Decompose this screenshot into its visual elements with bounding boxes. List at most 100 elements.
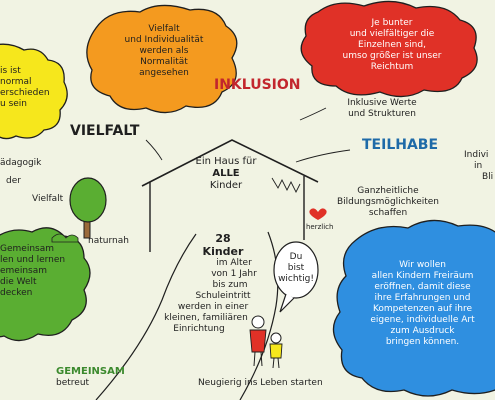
bubble-text: Du bist wichtig! bbox=[276, 252, 316, 285]
cloud-line: len und lernen bbox=[0, 255, 66, 265]
grass bbox=[51, 233, 79, 243]
red-cloud-text: Je bunter und vielfältiger die Einzelnen… bbox=[318, 18, 466, 73]
bunting bbox=[271, 177, 301, 194]
path-line: Einrichtung bbox=[173, 324, 225, 334]
cloud-line: ihre Erfahrungen und bbox=[374, 293, 471, 303]
speech-bubble bbox=[273, 241, 319, 299]
cloud-line: und vielfältiger die bbox=[349, 29, 435, 39]
connector-werte bbox=[299, 107, 327, 121]
green-cloud-text: Gemeinsam len und lernen emeinsam die We… bbox=[0, 244, 65, 299]
path-line: kleinen, familiären bbox=[164, 313, 248, 323]
green-cloud bbox=[0, 227, 91, 342]
child-body-small bbox=[269, 343, 283, 359]
cloud-line: erschieden bbox=[0, 88, 50, 98]
cloud-line: emeinsam bbox=[0, 266, 48, 276]
house-text: Ein Haus für ALLE Kinder bbox=[176, 156, 276, 192]
cloud-line: zum Ausdruck bbox=[390, 326, 455, 336]
cloud-line: u sein bbox=[0, 99, 27, 109]
house-walls bbox=[149, 176, 305, 252]
path-right-edge bbox=[239, 231, 279, 400]
cloud-line: is ist bbox=[0, 66, 21, 76]
bubble-line: bist bbox=[287, 263, 305, 273]
house-word: Haus bbox=[214, 156, 240, 167]
cloud-line: Je bunter bbox=[371, 18, 413, 28]
note-neugierig: Neugierig ins Leben starten bbox=[198, 378, 323, 388]
path-left-edge bbox=[95, 233, 197, 400]
house-word: für bbox=[242, 156, 257, 167]
note-line: Ganzheitliche bbox=[357, 186, 419, 196]
connector-vielfalt bbox=[145, 139, 163, 161]
heart-icon bbox=[309, 208, 327, 220]
orange-cloud-text: Vielfalt und Individualität werden als N… bbox=[108, 24, 220, 79]
bubble-line: wichtig! bbox=[278, 274, 314, 284]
cloud-line: Gemeinsam bbox=[0, 244, 54, 254]
cloud-line: eröffnen, damit diese bbox=[374, 282, 471, 292]
path-line: bis zum bbox=[212, 280, 248, 290]
cloud-line: Wir wollen bbox=[399, 260, 446, 270]
note-line: Inklusive Werte bbox=[347, 98, 417, 108]
cloud-line: angesehen bbox=[139, 68, 189, 78]
cloud-line: Einzelnen sind, bbox=[358, 40, 426, 50]
child-legs-large bbox=[253, 351, 263, 367]
yellow-cloud-text: is ist normal erschieden u sein bbox=[0, 66, 50, 110]
label-inklusion: INKLUSION bbox=[214, 77, 301, 93]
blue-cloud bbox=[332, 219, 495, 397]
path-text: 28 Kinder im Alter von 1 Jahr bis zum Sc… bbox=[164, 232, 278, 335]
cloud-line: Reichtum bbox=[370, 62, 414, 72]
orange-cloud bbox=[86, 4, 238, 114]
label-teilhabe: TEILHABE bbox=[362, 137, 439, 153]
note-line: schaffen bbox=[368, 208, 408, 218]
path-line: von 1 Jahr bbox=[211, 269, 257, 279]
house-word: Ein bbox=[195, 156, 211, 167]
cloud-line: und Individualität bbox=[124, 35, 204, 45]
child-head-small bbox=[270, 332, 282, 344]
note-herzlich: herzlich bbox=[306, 223, 334, 231]
path-line: werden in einer bbox=[177, 302, 249, 312]
bubble-line: Du bbox=[289, 252, 303, 262]
house-line-3: Kinder bbox=[209, 180, 243, 191]
cloud-line: werden als bbox=[139, 46, 189, 56]
note-line: Indivi bbox=[464, 150, 489, 160]
tree-crown bbox=[69, 177, 107, 223]
note-werte: Inklusive Werte und Strukturen bbox=[328, 98, 436, 120]
note-paedagogik: ädagogik der Vielfalt bbox=[0, 154, 63, 208]
cloud-line: allen Kindern Freiräum bbox=[371, 271, 474, 281]
red-cloud bbox=[300, 0, 478, 98]
cloud-line: umso größer ist unser bbox=[342, 51, 442, 61]
note-individ: Indivi in Bli bbox=[464, 150, 493, 183]
note-line: der bbox=[6, 176, 21, 186]
cloud-line: normal bbox=[0, 77, 32, 87]
child-head-large bbox=[251, 315, 265, 329]
child-body-large bbox=[249, 329, 267, 353]
cloud-line: eigene, individuelle Art bbox=[370, 315, 475, 325]
note-bildung: Ganzheitliche Bildungsmöglichkeiten scha… bbox=[326, 186, 450, 219]
path-line: im Alter bbox=[216, 258, 252, 268]
note-line: Bli bbox=[482, 172, 494, 182]
note-betreut: betreut bbox=[56, 378, 90, 388]
cloud-line: Vielfalt bbox=[148, 24, 180, 34]
house-line-1: Ein Haus für bbox=[176, 156, 276, 168]
connector-teilhabe bbox=[295, 149, 351, 163]
note-line: Vielfalt bbox=[32, 194, 64, 204]
note-line: Bildungsmöglichkeiten bbox=[336, 197, 440, 207]
house-line-2: ALLE bbox=[212, 168, 240, 179]
speech-bubble-tail bbox=[279, 293, 295, 313]
yellow-cloud bbox=[0, 43, 68, 140]
label-gemeinsam: GEMEINSAM bbox=[56, 366, 125, 377]
path-line: 28 bbox=[215, 232, 231, 245]
path-line: Kinder bbox=[202, 245, 244, 258]
cloud-line: Normalität bbox=[140, 57, 188, 67]
cloud-line: decken bbox=[0, 288, 33, 298]
label-vielfalt: VIELFALT bbox=[70, 123, 140, 139]
child-legs-small bbox=[272, 357, 280, 369]
note-naturnah: naturnah bbox=[88, 236, 129, 246]
cloud-line: die Welt bbox=[0, 277, 37, 287]
house-roof bbox=[141, 139, 319, 187]
blue-cloud-text: Wir wollen allen Kindern Freiräum eröffn… bbox=[350, 260, 495, 348]
cloud-line: bringen können. bbox=[385, 337, 460, 347]
note-line: und Strukturen bbox=[348, 109, 416, 119]
cloud-line: Kompetenzen auf ihre bbox=[372, 304, 473, 314]
path-line: Schuleintritt bbox=[195, 291, 251, 301]
